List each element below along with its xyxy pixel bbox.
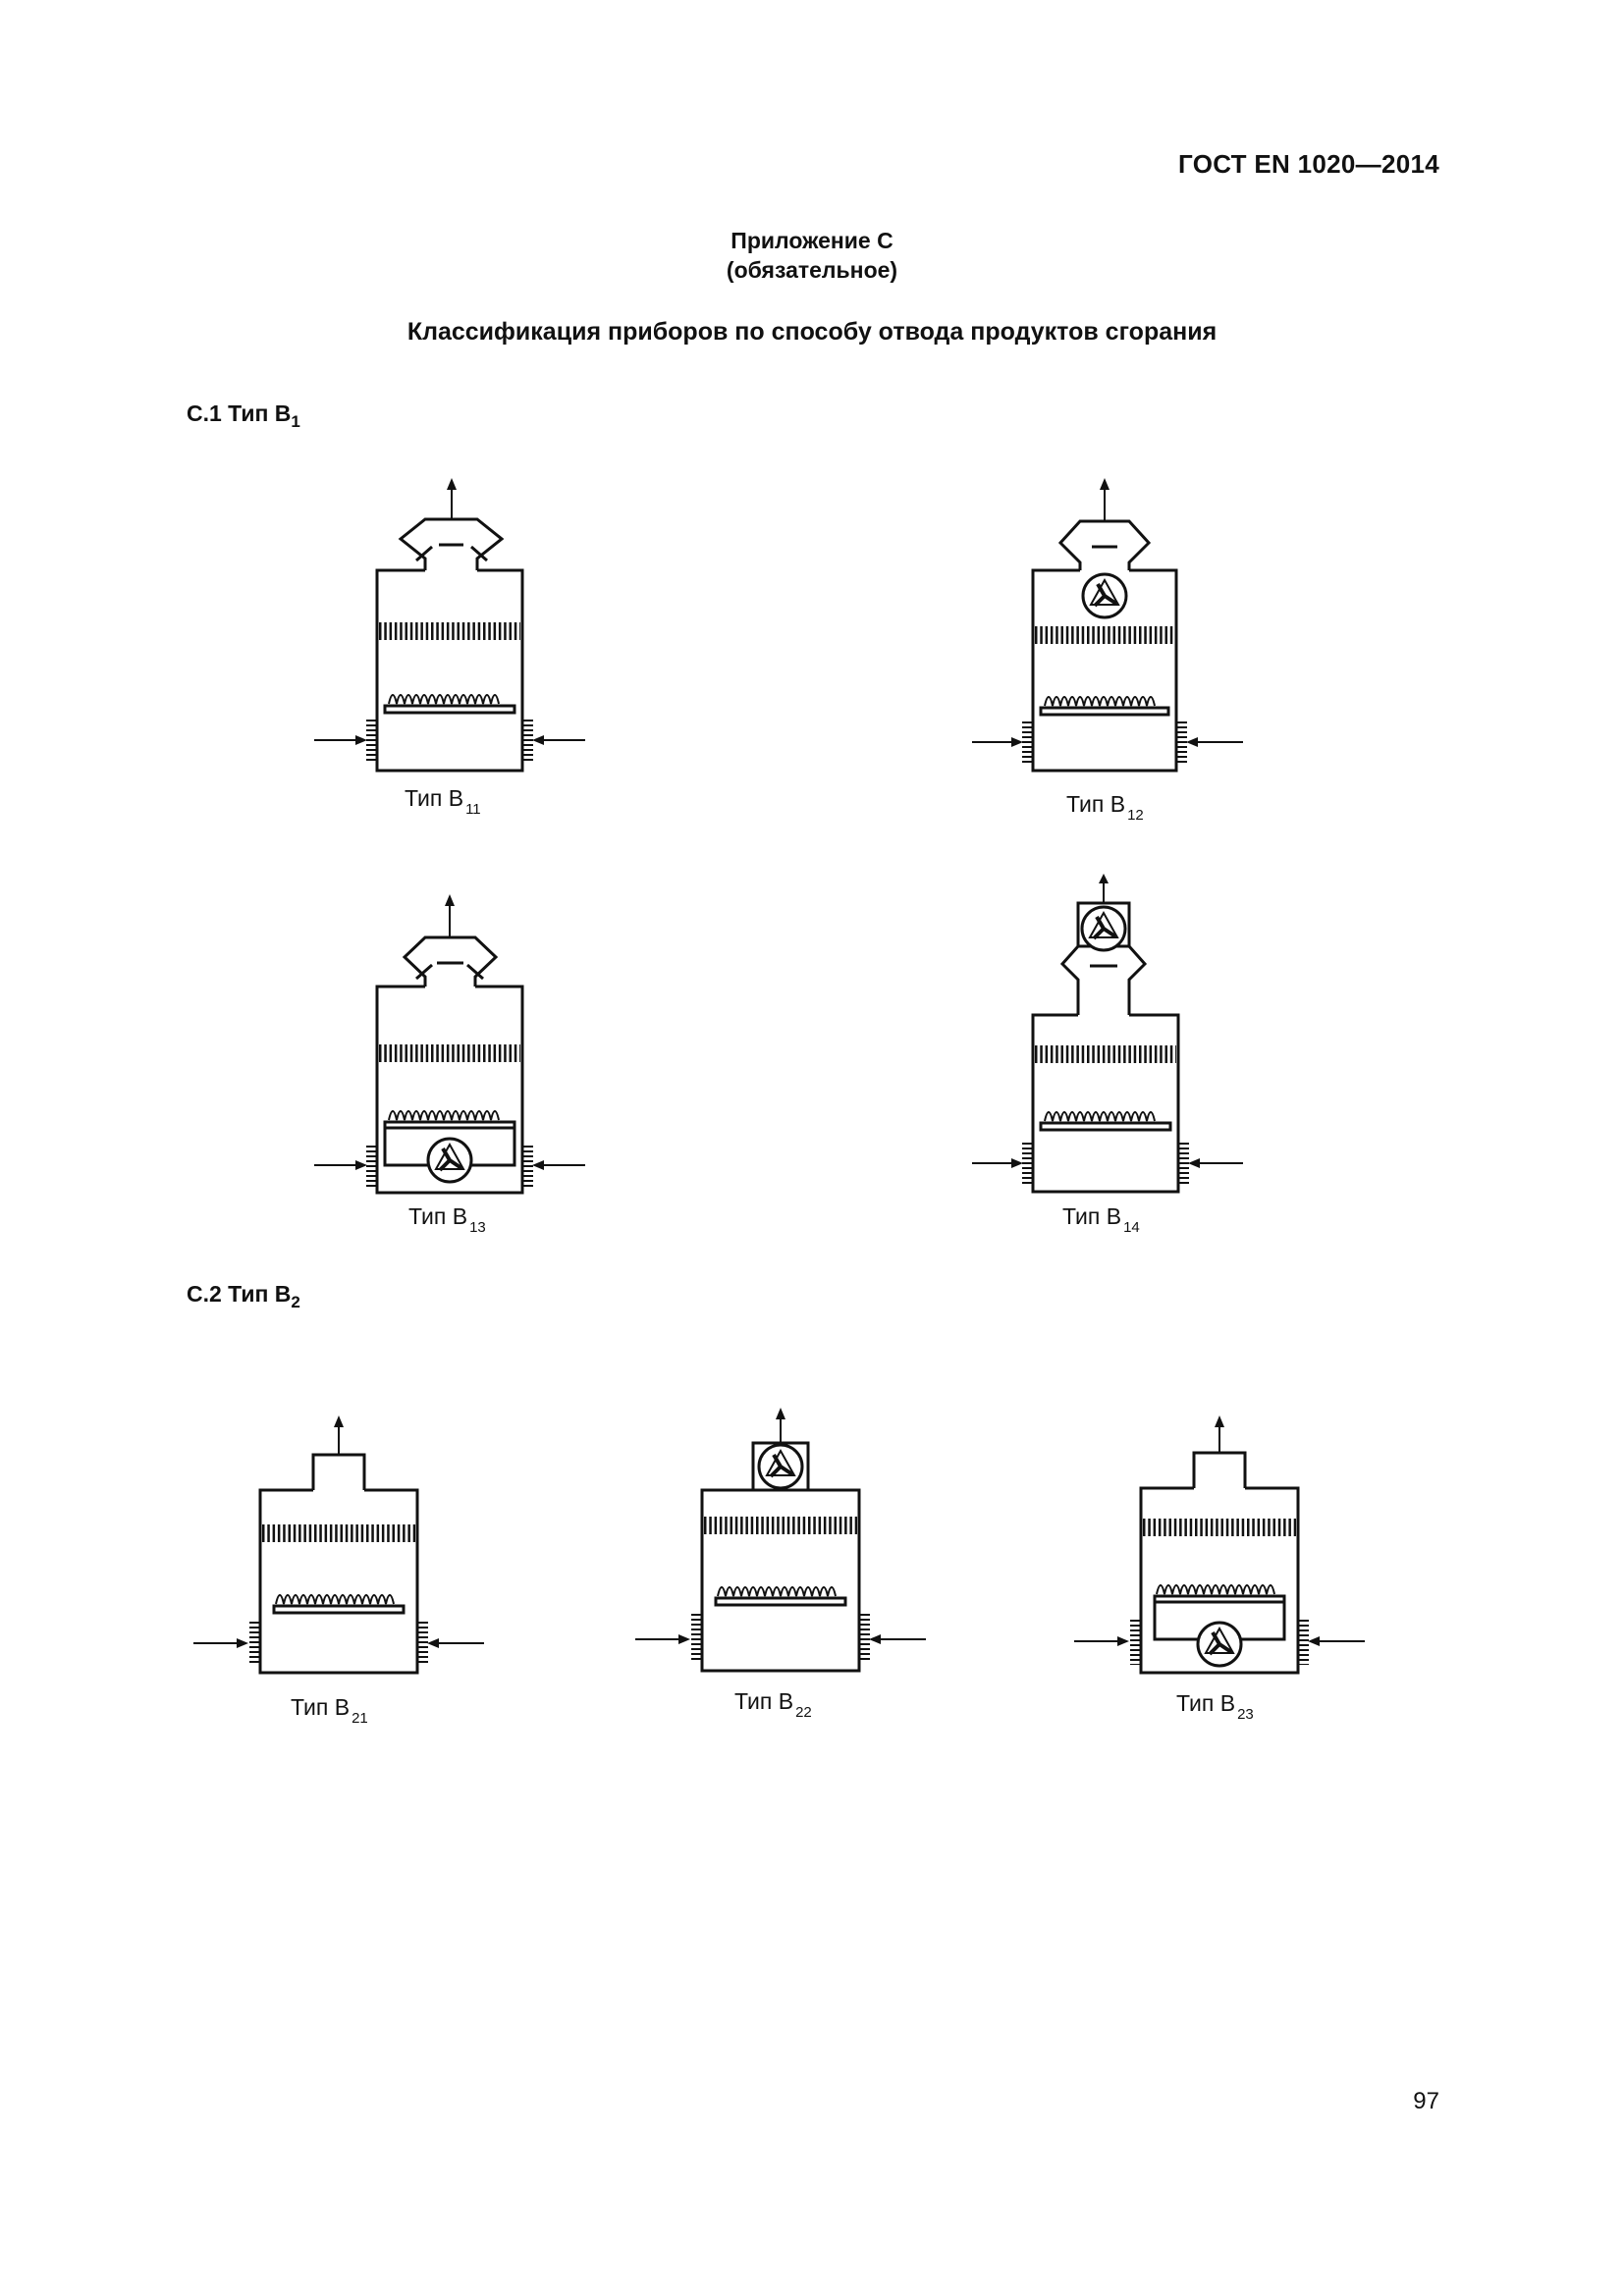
figure-b14	[972, 874, 1243, 1194]
caption-name: Тип B	[734, 1688, 794, 1714]
section-subscript: 2	[291, 1293, 300, 1311]
figure-b11	[314, 478, 585, 773]
section-label: С.1 Тип B	[187, 400, 292, 426]
figure-b13	[314, 894, 585, 1195]
annex-heading: Классификация приборов по способу отвода…	[406, 318, 1218, 346]
section-label: С.2 Тип B	[187, 1281, 292, 1307]
caption-name: Тип B	[408, 1203, 468, 1229]
caption-subscript: 11	[465, 801, 481, 818]
annex-title: Приложение С	[731, 228, 893, 253]
figure-b12	[972, 478, 1243, 773]
section-heading-b2: С.2 Тип B2	[187, 1281, 300, 1311]
caption-subscript: 14	[1123, 1219, 1140, 1236]
standard-designation: ГОСТ EN 1020—2014	[1178, 149, 1439, 179]
caption-subscript: 21	[352, 1710, 368, 1727]
caption-name: Тип B	[405, 785, 464, 811]
page-number: 97	[1413, 2088, 1439, 2114]
figure-b23	[1074, 1415, 1365, 1675]
caption-subscript: 12	[1127, 807, 1144, 824]
section-heading-b1: С.1 Тип B1	[187, 400, 300, 431]
figure-b22	[635, 1408, 926, 1673]
caption-subscript: 13	[469, 1219, 486, 1236]
caption-subscript: 23	[1237, 1706, 1254, 1723]
caption-name: Тип B	[1062, 1203, 1122, 1229]
annex-status: (обязательное)	[726, 257, 898, 283]
caption-name: Тип B	[1066, 791, 1126, 817]
section-subscript: 1	[291, 412, 300, 431]
caption-subscript: 22	[795, 1704, 812, 1721]
figure-b21	[193, 1415, 484, 1675]
caption-name: Тип B	[1176, 1690, 1236, 1716]
caption-name: Тип B	[291, 1694, 351, 1720]
